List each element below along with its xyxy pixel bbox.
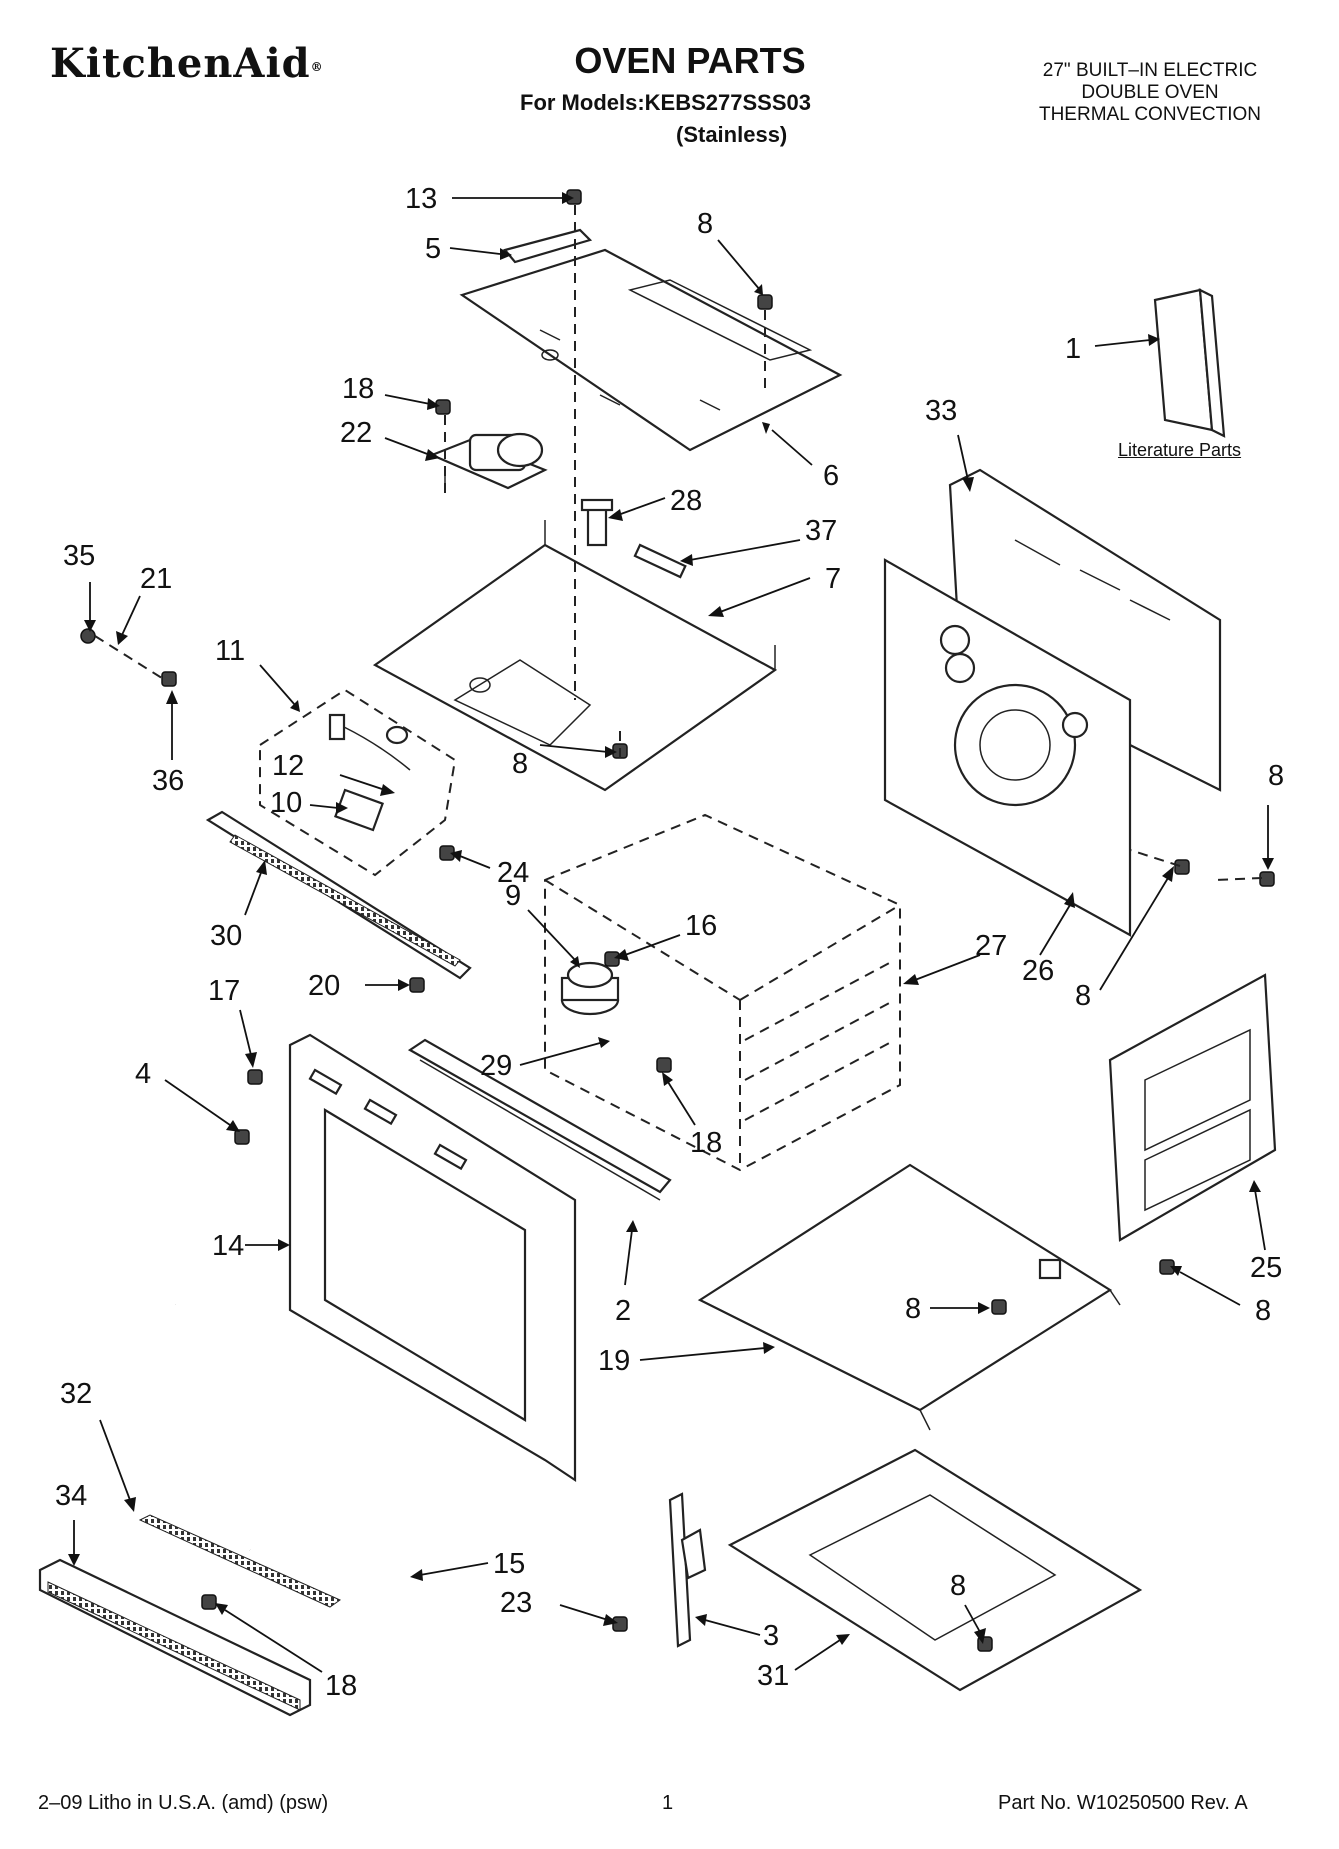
part-thermal-probe <box>580 498 614 547</box>
screw-markers <box>80 189 1275 1652</box>
finish-label: (Stainless) <box>676 122 788 147</box>
callout-8: 8 <box>1255 1295 1271 1327</box>
description-line-3: THERMAL CONVECTION <box>1038 104 1262 125</box>
part-bottom-panel <box>697 1163 1121 1431</box>
part-front-rail <box>407 1038 672 1201</box>
callout-18: 18 <box>342 373 374 405</box>
callout-8: 8 <box>512 748 528 780</box>
model-line: For Models:KEBS277SSS03 <box>520 90 811 115</box>
description-line-1: 27" BUILT–IN ELECTRIC <box>1042 60 1258 81</box>
footer-page-number: 1 <box>662 1792 674 1814</box>
callout-18: 18 <box>690 1127 722 1159</box>
callout-20: 20 <box>308 970 340 1002</box>
callout-28: 28 <box>670 485 702 517</box>
callout-6: 6 <box>823 460 839 492</box>
part-vent-strip <box>138 1514 342 1608</box>
callout-16: 16 <box>685 910 717 942</box>
callout-31: 31 <box>757 1660 789 1692</box>
callout-11: 11 <box>215 635 245 667</box>
literature-parts-label: Literature Parts <box>1118 440 1242 460</box>
callout-1: 1 <box>1065 333 1081 365</box>
callout-19: 19 <box>598 1345 630 1377</box>
part-lower-grill <box>38 1558 312 1717</box>
callout-23: 23 <box>500 1587 532 1619</box>
footer-part-number: Part No. W10250500 Rev. A <box>998 1792 1248 1814</box>
callout-15: 15 <box>493 1548 525 1580</box>
callout-8: 8 <box>1268 760 1284 792</box>
part-wire-harness-group <box>259 688 457 877</box>
callout-10: 10 <box>270 787 302 819</box>
footer-print-info: 2–09 Litho in U.S.A. (amd) (psw) <box>38 1792 329 1814</box>
callout-13: 13 <box>405 183 437 215</box>
brand-name: KitchenAid <box>50 40 311 87</box>
callout-30: 30 <box>210 920 242 952</box>
part-top-cover <box>459 228 843 452</box>
brand-logo: KitchenAid® <box>50 40 324 87</box>
part-bottom-tray <box>727 1448 1143 1692</box>
callout-3: 3 <box>763 1620 779 1652</box>
callout-2: 2 <box>615 1295 631 1327</box>
callout-8: 8 <box>1075 980 1091 1012</box>
page-title: OVEN PARTS <box>574 40 806 81</box>
callout-26: 26 <box>1022 955 1054 987</box>
callout-4: 4 <box>135 1058 151 1090</box>
callout-37: 37 <box>805 515 837 547</box>
callout-29: 29 <box>480 1050 512 1082</box>
part-side-panel <box>1108 973 1277 1242</box>
callout-8: 8 <box>905 1293 921 1325</box>
product-description: 27" BUILT–IN ELECTRIC DOUBLE OVEN THERMA… <box>1000 60 1300 126</box>
callout-7: 7 <box>825 563 841 595</box>
callout-33: 33 <box>925 395 957 427</box>
part-rear-housing <box>883 558 1132 937</box>
part-vent-trim <box>205 810 472 980</box>
part-literature-booklet <box>1153 288 1226 438</box>
callout-numbers: 13 5 8 18 22 6 1 33 28 37 7 35 21 36 11 … <box>55 183 1284 1702</box>
description-line-2: DOUBLE OVEN <box>1081 82 1219 103</box>
callout-9: 9 <box>505 880 521 912</box>
callout-22: 22 <box>340 417 372 449</box>
part-door-frame <box>288 1033 577 1483</box>
registered-mark: ® <box>310 60 324 74</box>
callout-17: 17 <box>208 975 240 1007</box>
callout-21: 21 <box>140 563 172 595</box>
callout-leaders <box>68 192 1274 1673</box>
part-convection-motor <box>560 961 620 1016</box>
callout-27: 27 <box>975 930 1007 962</box>
callout-8: 8 <box>697 208 713 240</box>
part-bracket <box>668 1492 707 1648</box>
callout-32: 32 <box>60 1378 92 1410</box>
part-oven-cavity <box>544 813 901 1172</box>
callout-36: 36 <box>152 765 184 797</box>
callout-8: 8 <box>950 1570 966 1602</box>
callout-35: 35 <box>63 540 95 572</box>
callout-34: 34 <box>55 1480 87 1512</box>
callout-18: 18 <box>325 1670 357 1702</box>
callout-5: 5 <box>425 233 441 265</box>
part-door-gasket <box>166 1302 404 1614</box>
callout-24: 24 <box>497 857 529 889</box>
part-blower-motor-assembly <box>429 432 548 490</box>
callout-14: 14 <box>212 1230 244 1262</box>
callout-12: 12 <box>272 750 304 782</box>
callout-25: 25 <box>1250 1252 1282 1284</box>
